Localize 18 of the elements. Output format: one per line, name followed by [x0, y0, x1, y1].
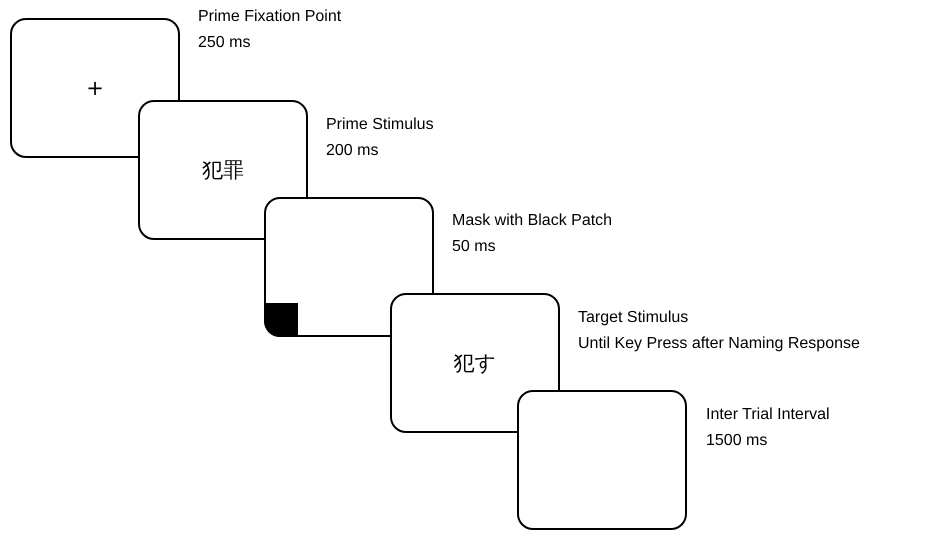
- stimulus-frame: [264, 197, 434, 337]
- duration-label: 250 ms: [198, 33, 250, 53]
- stimulus-text: 犯罪: [202, 157, 244, 184]
- phase-label: Target Stimulus: [578, 308, 688, 328]
- phase-label: Prime Stimulus: [326, 115, 434, 135]
- duration-label: 1500 ms: [706, 431, 768, 451]
- duration-label: 200 ms: [326, 141, 378, 161]
- stimulus-frame: [517, 390, 687, 530]
- stimulus-text: 犯す: [454, 350, 496, 377]
- stimulus-frame: [390, 293, 560, 433]
- phase-label: Mask with Black Patch: [452, 211, 612, 231]
- duration-label: Until Key Press after Naming Response: [578, 334, 860, 354]
- stimulus-text: +: [86, 76, 104, 100]
- phase-label: Prime Fixation Point: [198, 7, 342, 27]
- stimulus-frame: [138, 100, 308, 240]
- stimulus-frame: [10, 18, 180, 158]
- duration-label: 50 ms: [452, 237, 496, 257]
- phase-label: Inter Trial Interval: [706, 405, 830, 425]
